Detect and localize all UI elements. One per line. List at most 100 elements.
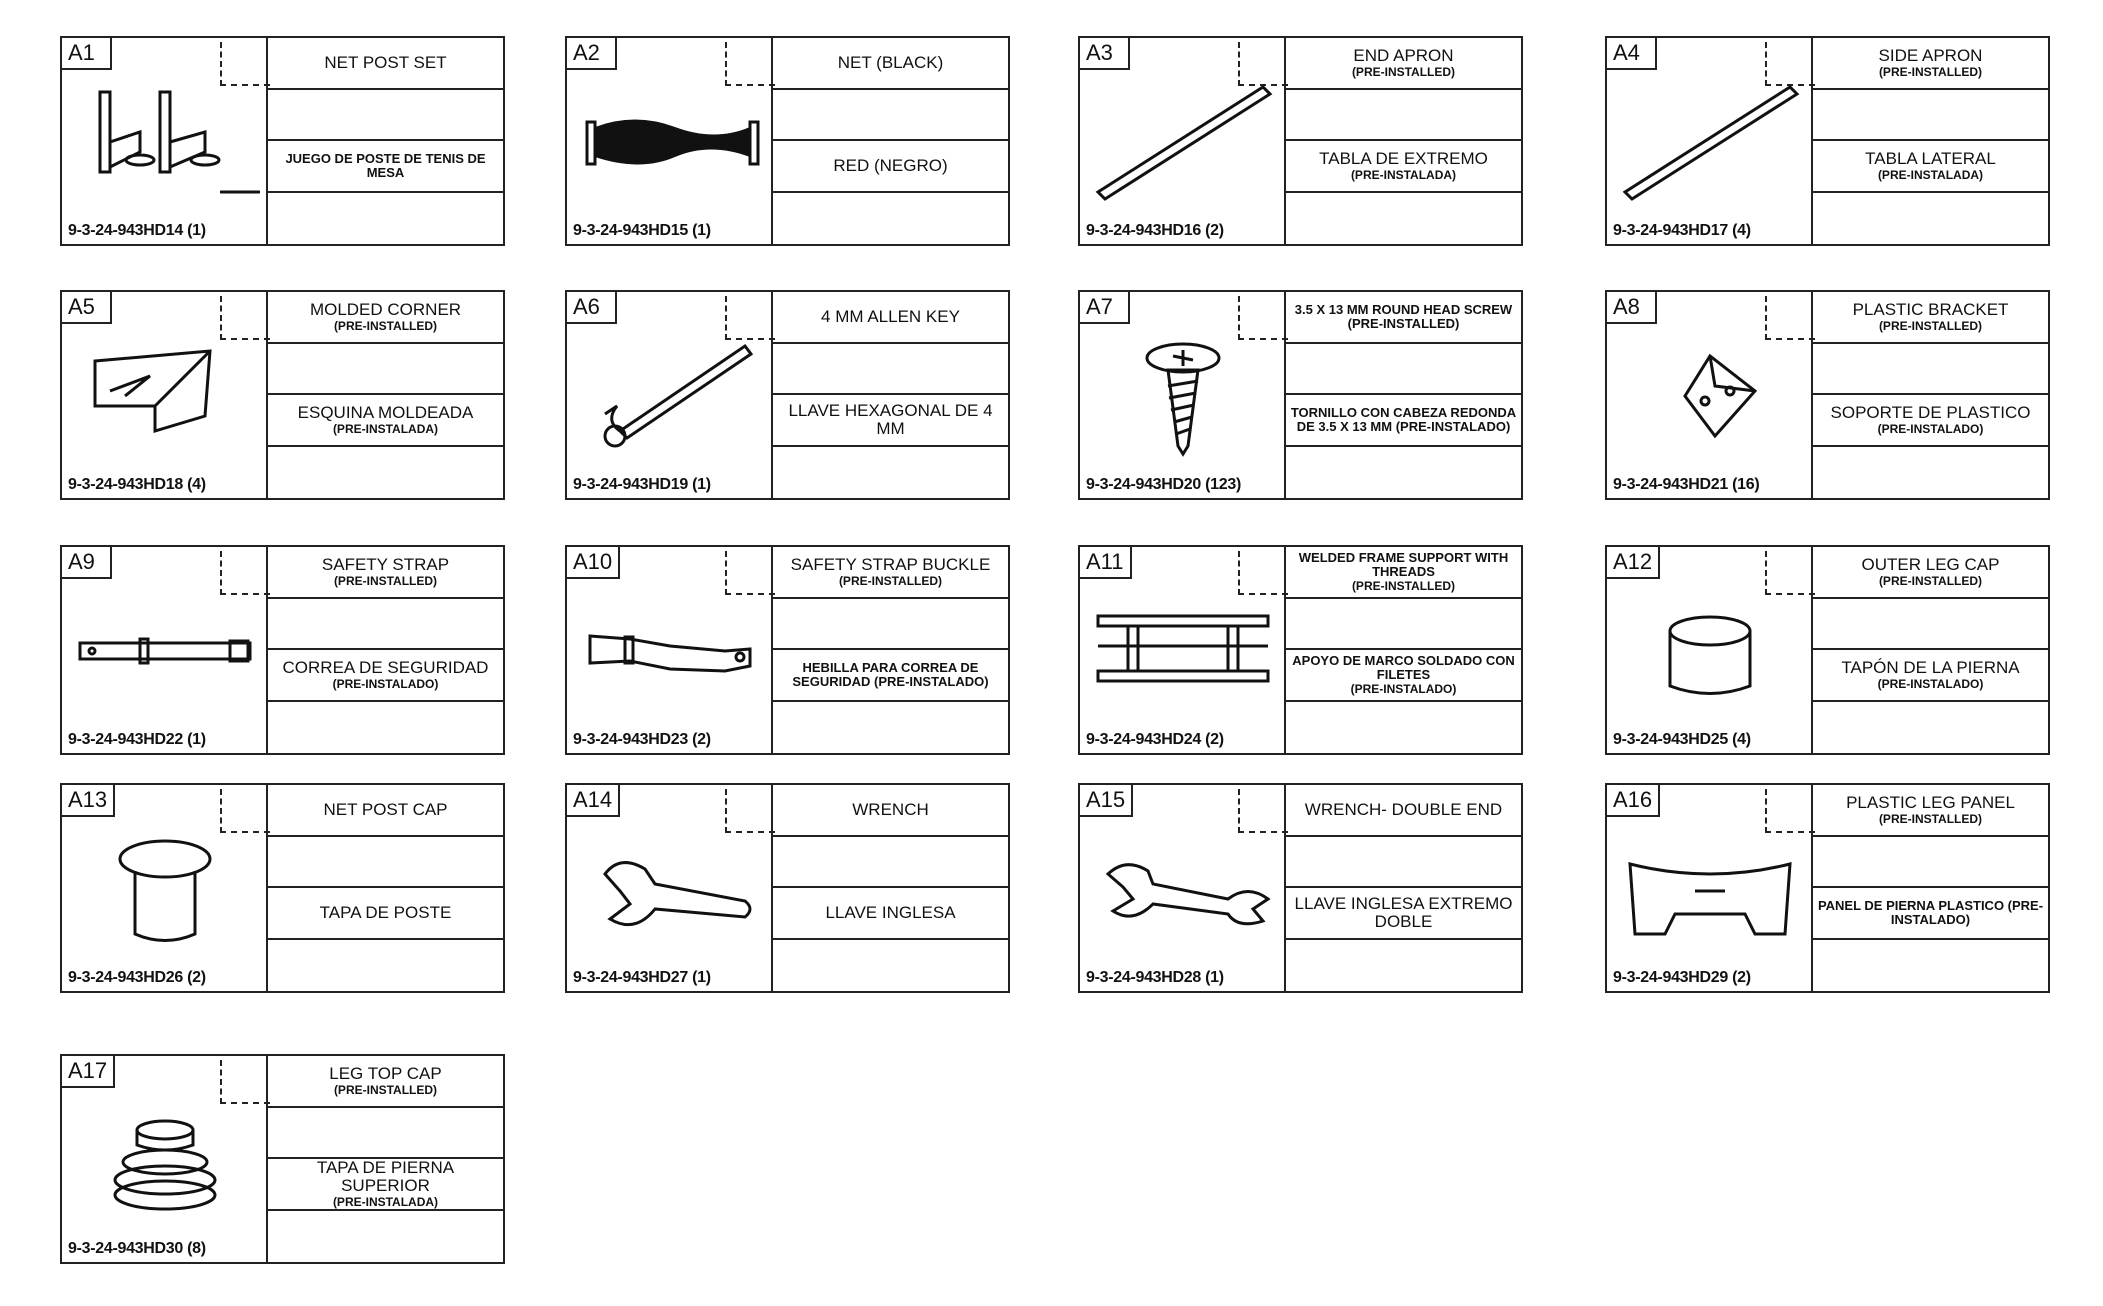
part-image-panel: A15 9-3-24-943HD28 (1) (1078, 783, 1288, 991)
dashed-check-box (1238, 551, 1288, 595)
part-label-panel: SIDE APRON (PRE-INSTALLED) TABLA LATERAL… (1813, 38, 2048, 244)
part-card-a7: A7 9-3-24-943HD20 (123) 3.5 X 13 MM ROUN… (1078, 290, 1523, 500)
part-image-panel: A2 9-3-24-943HD15 (1) (565, 36, 775, 244)
part-code: 9-3-24-943HD18 (4) (68, 476, 206, 493)
spanish-name-cell: LLAVE INGLESA (773, 888, 1008, 940)
part-card-a14: A14 9-3-24-943HD27 (1) WRENCH LLAVE INGL… (565, 783, 1010, 993)
english-name-cell: 4 MM ALLEN KEY (773, 292, 1008, 344)
part-card-a3: A3 9-3-24-943HD16 (2) END APRON (PRE-INS… (1078, 36, 1523, 246)
english-name-cell: SAFETY STRAP BUCKLE (PRE-INSTALLED) (773, 547, 1008, 599)
spanish-note: (PRE-INSTALADO) (332, 676, 439, 691)
part-id: A16 (1605, 783, 1661, 817)
english-name: NET POST SET (324, 52, 447, 72)
spanish-name-cell: APOYO DE MARCO SOLDADO CON FILETES (PRE-… (1286, 650, 1521, 702)
safety-strap-icon (70, 591, 260, 711)
part-image-panel: A5 9-3-24-943HD18 (4) (60, 290, 270, 498)
dashed-check-box (220, 789, 270, 833)
dashed-check-box (1765, 42, 1815, 86)
blank-cell (1286, 940, 1521, 992)
english-name: NET POST CAP (323, 799, 448, 819)
english-name: WELDED FRAME SUPPORT WITH THREADS (1298, 549, 1509, 579)
spanish-name: LLAVE HEXAGONAL DE 4 MM (788, 400, 993, 438)
strap-buckle-icon (575, 591, 765, 711)
dashed-check-box (220, 296, 270, 340)
blank-cell (773, 837, 1008, 888)
spanish-name-cell: TORNILLO CON CABEZA REDONDA DE 3.5 X 13 … (1286, 395, 1521, 447)
spanish-note: (PRE-INSTALADO) (1877, 676, 1984, 691)
part-card-a5: A5 9-3-24-943HD18 (4) MOLDED CORNER (PRE… (60, 290, 505, 500)
net-post-set-icon (70, 82, 260, 202)
english-name: MOLDED CORNER (309, 299, 462, 319)
english-name: SAFETY STRAP (321, 554, 450, 574)
spanish-note: (PRE-INSTALADO) (1350, 681, 1457, 696)
part-label-panel: WELDED FRAME SUPPORT WITH THREADS (PRE-I… (1286, 547, 1521, 753)
blank-cell (1286, 599, 1521, 650)
spanish-note: (PRE-INSTALADA) (332, 421, 439, 436)
part-code: 9-3-24-943HD25 (4) (1613, 731, 1751, 748)
part-image-panel: A9 9-3-24-943HD22 (1) (60, 545, 270, 753)
blank-cell (1813, 940, 2048, 992)
part-label-panel: END APRON (PRE-INSTALLED) TABLA DE EXTRE… (1286, 38, 1521, 244)
dashed-check-box (220, 551, 270, 595)
spanish-name: RED (NEGRO) (833, 155, 948, 175)
spanish-name: TAPA DE PIERNA SUPERIOR (316, 1157, 455, 1195)
blank-cell (773, 447, 1008, 499)
allen-key-icon (575, 336, 765, 456)
spanish-name-cell: HEBILLA PARA CORREA DE SEGURIDAD (PRE-IN… (773, 650, 1008, 702)
part-id: A9 (60, 545, 112, 579)
molded-corner-icon (70, 336, 260, 456)
blank-cell (268, 940, 503, 992)
english-note: (PRE-INSTALLED) (838, 573, 943, 588)
spanish-name-cell: LLAVE HEXAGONAL DE 4 MM (773, 395, 1008, 447)
blank-cell (1286, 193, 1521, 245)
part-card-a15: A15 9-3-24-943HD28 (1) WRENCH- DOUBLE EN… (1078, 783, 1523, 993)
english-note: (PRE-INSTALLED) (1878, 318, 1983, 333)
screw-icon (1088, 336, 1278, 457)
blank-cell (1286, 344, 1521, 395)
dashed-check-box (725, 789, 775, 833)
part-label-panel: SAFETY STRAP (PRE-INSTALLED) CORREA DE S… (268, 547, 503, 753)
leg-panel-icon (1615, 829, 1805, 949)
part-label-panel: NET POST SET JUEGO DE POSTE DE TENIS DE … (268, 38, 503, 244)
part-code: 9-3-24-943HD24 (2) (1086, 731, 1224, 748)
part-image-panel: A13 9-3-24-943HD26 (2) (60, 783, 270, 991)
part-code: 9-3-24-943HD16 (2) (1086, 222, 1224, 239)
part-image-panel: A7 9-3-24-943HD20 (123) (1078, 290, 1288, 498)
part-label-panel: NET POST CAP TAPA DE POSTE (268, 785, 503, 991)
part-id: A17 (60, 1054, 116, 1088)
blank-cell (1286, 90, 1521, 141)
part-id: A7 (1078, 290, 1130, 324)
dashed-check-box (1238, 789, 1288, 833)
blank-cell (268, 344, 503, 395)
part-id: A2 (565, 36, 617, 70)
blank-cell (268, 837, 503, 888)
part-id: A15 (1078, 783, 1134, 817)
spanish-name: APOYO DE MARCO SOLDADO CON FILETES (1292, 652, 1515, 682)
english-name-cell: NET (BLACK) (773, 38, 1008, 90)
part-image-panel: A6 9-3-24-943HD19 (1) (565, 290, 775, 498)
blank-cell (1813, 599, 2048, 650)
spanish-note: (PRE-INSTALADO) (1877, 421, 1984, 436)
english-name-cell: NET POST SET (268, 38, 503, 90)
part-card-a9: A9 9-3-24-943HD22 (1) SAFETY STRAP (PRE-… (60, 545, 505, 755)
blank-cell (268, 447, 503, 499)
part-code: 9-3-24-943HD14 (1) (68, 222, 206, 239)
spanish-name-cell: ESQUINA MOLDEADA (PRE-INSTALADA) (268, 395, 503, 447)
part-card-a4: A4 9-3-24-943HD17 (4) SIDE APRON (PRE-IN… (1605, 36, 2050, 246)
post-cap-icon (70, 829, 260, 949)
part-code: 9-3-24-943HD27 (1) (573, 969, 711, 986)
english-name: SAFETY STRAP BUCKLE (790, 554, 991, 574)
plastic-bracket-icon (1615, 336, 1805, 456)
dashed-check-box (725, 42, 775, 86)
english-note: (PRE-INSTALLED) (333, 573, 438, 588)
english-name-cell: NET POST CAP (268, 785, 503, 837)
spanish-note: (PRE-INSTALADA) (1350, 167, 1457, 182)
dashed-check-box (1238, 296, 1288, 340)
english-name: END APRON (1353, 45, 1454, 65)
english-name: WRENCH (852, 799, 929, 819)
english-note: (PRE-INSTALLED) (1351, 578, 1456, 593)
dashed-check-box (1765, 789, 1815, 833)
blank-cell (773, 193, 1008, 245)
blank-cell (268, 90, 503, 141)
english-note: (PRE-INSTALLED) (333, 1082, 438, 1097)
